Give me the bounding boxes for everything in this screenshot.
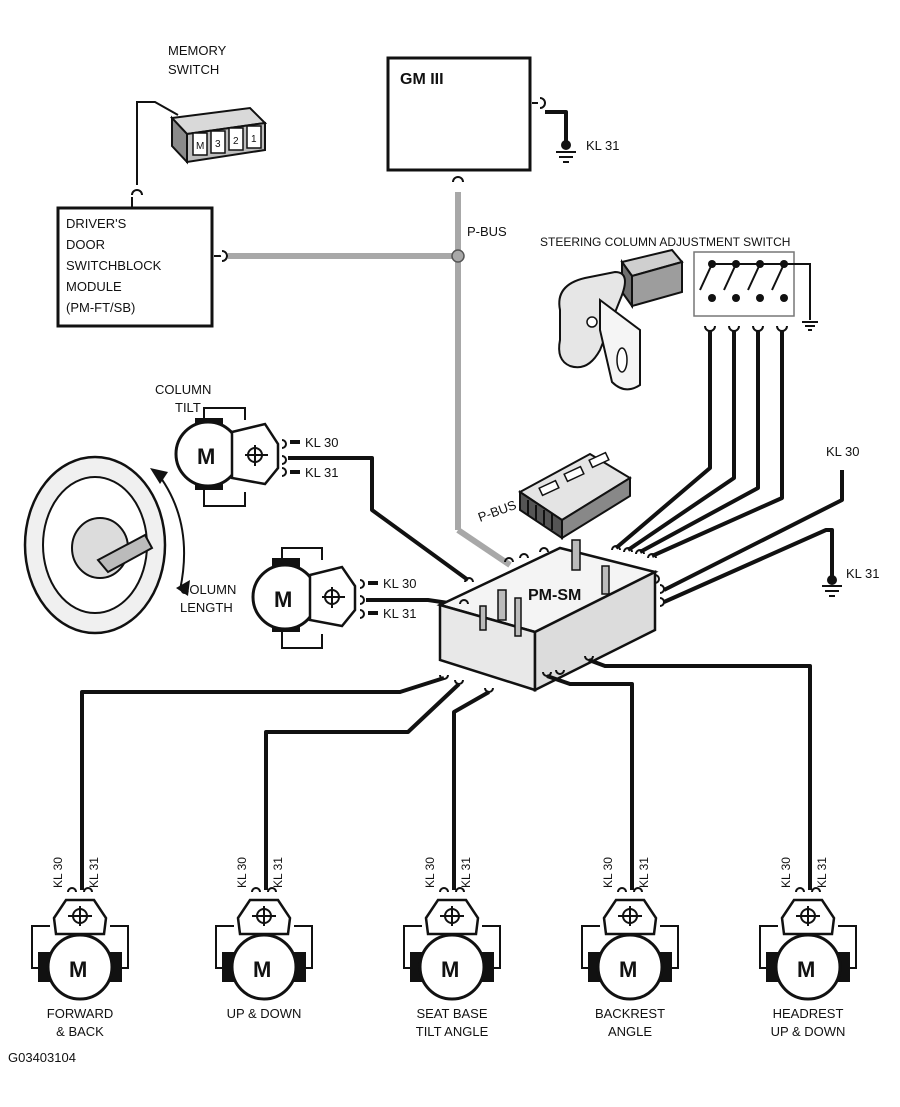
memory-button-2[interactable]: 2 [233,136,239,147]
seat-motor-1-label-1: FORWARD [47,1006,113,1021]
column-length-label-1: COLUMN [180,582,236,597]
seat-motor-headrest: KL 30 KL 31 M HEADREST UP & DOWN [759,857,857,1039]
seat-motor-3-m: M [441,957,459,982]
pm-sm-label: PM-SM [528,587,581,604]
seat-motor-4-m: M [619,957,637,982]
steering-column-adjustment-switch: STEERING COLUMN ADJUSTMENT SWITCH [540,235,818,391]
seat-motor-forward-back: KL 30 KL 31 M FORWARD & BACK [31,857,129,1039]
memory-button-3[interactable]: 3 [215,139,221,150]
seat-motor-4-label-1: BACKREST [595,1006,665,1021]
pm-sm-kl31: KL 31 [846,566,880,581]
p-bus-lines [228,192,512,568]
seat-motor-1-label-2: & BACK [56,1024,104,1039]
seat-motor-5-label-1: HEADREST [773,1006,844,1021]
seat-motor-up-down: KL 30 KL 31 M UP & DOWN [215,857,313,1021]
door-module-line-5: (PM-FT/SB) [66,300,135,315]
column-length-motor: COLUMN LENGTH M KL 30 KL 31 [180,547,463,649]
column-tilt-motor-m: M [197,444,215,469]
memory-button-m[interactable]: M [196,141,204,152]
seat-motor-2-label-1: UP & DOWN [227,1006,302,1021]
p-bus-label-bottom: P-BUS [476,497,519,525]
seat-motor-wires [80,658,812,890]
seat-motor-backrest-angle: KL 30 KL 31 M BACKREST ANGLE [581,857,679,1039]
seat-motor-2-m: M [253,957,271,982]
p-bus-label-top: P-BUS [467,224,507,239]
pm-sm-kl30: KL 30 [826,444,860,459]
door-module-line-2: DOOR [66,237,105,252]
seat-motor-3-kl31: KL 31 [459,857,473,888]
seat-motor-4-label-2: ANGLE [608,1024,652,1039]
gm-iii-module: GM III KL 31 [386,56,620,183]
column-tilt-kl31: KL 31 [305,465,339,480]
seat-motor-3-label-1: SEAT BASE [416,1006,487,1021]
seat-motor-1-kl31: KL 31 [87,857,101,888]
column-tilt-label-2: TILT [175,400,201,415]
pm-sm-power-wires: KL 30 KL 31 [663,444,880,604]
steering-switch-connector-icon [620,248,684,310]
column-tilt-kl30: KL 30 [305,435,339,450]
seat-motor-1-m: M [69,957,87,982]
seat-switch-icon [518,451,632,540]
memory-button-1[interactable]: 1 [251,134,257,145]
seat-motor-seat-base-tilt: KL 30 KL 31 M SEAT BASE TILT ANGLE [403,857,501,1039]
column-tilt-label-1: COLUMN [155,382,211,397]
pm-sm-module: PM-SM [436,539,665,693]
column-tilt-motor: COLUMN TILT M KL 30 KL 31 [155,382,470,582]
seat-motor-4-kl30: KL 30 [601,857,615,888]
column-length-motor-m: M [274,587,292,612]
seat-motor-5-kl31: KL 31 [815,857,829,888]
seat-motor-4-kl31: KL 31 [637,857,651,888]
key-fob-icon [558,270,641,391]
drivers-door-switchblock-module: DRIVER'S DOOR SWITCHBLOCK MODULE (PM-FT/… [56,197,228,328]
seat-motor-3-label-2: TILT ANGLE [416,1024,489,1039]
door-module-line-1: DRIVER'S [66,216,127,231]
figure-id: G03403104 [8,1050,76,1065]
memory-switch-label-1: MEMORY [168,43,227,58]
gm-ground-label: KL 31 [586,138,620,153]
gm-iii-label: GM III [400,71,444,88]
memory-switch-icon: M 3 2 1 [169,106,268,165]
door-module-line-3: SWITCHBLOCK [66,258,162,273]
memory-switch-label-2: SWITCH [168,62,219,77]
seat-motor-2-kl30: KL 30 [235,857,249,888]
column-length-kl30: KL 30 [383,576,417,591]
seat-motor-2-kl31: KL 31 [271,857,285,888]
steering-switch-wires [614,330,784,558]
door-module-line-4: MODULE [66,279,122,294]
seat-motor-1-kl30: KL 30 [51,857,65,888]
seat-motor-5-label-2: UP & DOWN [771,1024,846,1039]
seat-motor-5-kl30: KL 30 [779,857,793,888]
steering-wheel-icon [23,455,190,635]
column-length-label-2: LENGTH [180,600,233,615]
steering-switch-label: STEERING COLUMN ADJUSTMENT SWITCH [540,235,790,249]
column-length-kl31: KL 31 [383,606,417,621]
steering-switch-contacts[interactable] [699,260,818,331]
seat-motor-5-m: M [797,957,815,982]
memory-switch: MEMORY SWITCH M 3 2 1 [131,43,268,196]
seat-motor-3-kl30: KL 30 [423,857,437,888]
